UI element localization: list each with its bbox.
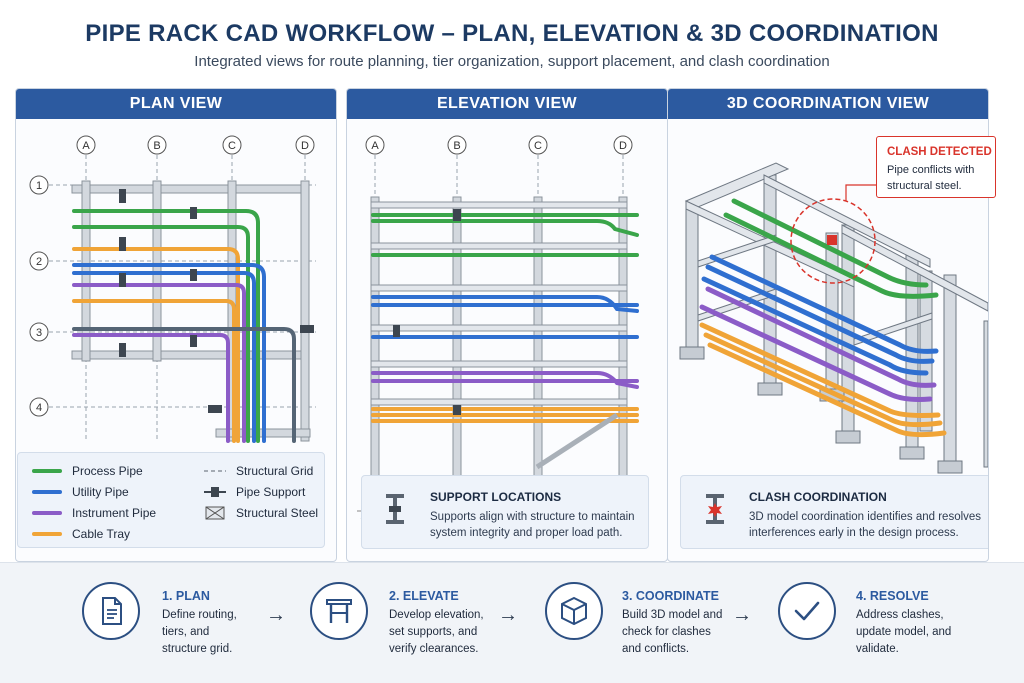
dashed-line-icon (204, 470, 226, 472)
plan-view-title: PLAN VIEW (16, 89, 336, 119)
clash-coordination-title: CLASH COORDINATION (749, 490, 887, 504)
frame-icon (326, 599, 352, 623)
legend-process-pipe: Process Pipe (32, 464, 143, 478)
grid-row-2: 2 (36, 256, 42, 268)
step-elevate-text: Develop elevation, set supports, and ver… (389, 609, 484, 655)
grid-col-a: A (82, 140, 90, 152)
grid-col-d: D (301, 140, 309, 152)
clash-coordination-box: CLASH COORDINATION 3D model coordination… (680, 475, 988, 549)
legend-label: Utility Pipe (72, 485, 129, 499)
support-locations-text: Supports align with structure to maintai… (430, 511, 635, 539)
step-coordinate-circle (545, 582, 603, 640)
pipe-support-icon (204, 487, 226, 497)
checkmark-icon (794, 601, 820, 621)
grid-col-c: C (228, 140, 236, 152)
legend: Process Pipe Utility Pipe Instrument Pip… (17, 452, 325, 548)
elev-col-b: B (453, 140, 460, 152)
grid-col-b: B (153, 140, 160, 152)
elev-col-a: A (371, 140, 379, 152)
step-resolve-circle (778, 582, 836, 640)
i-beam-icon (386, 494, 404, 524)
instrument-pipe-swatch (32, 511, 62, 515)
step-resolve-title: 4. RESOLVE (856, 589, 929, 603)
elevation-view-panel: ELEVATION VIEW A B C D (346, 88, 668, 562)
support-locations-title: SUPPORT LOCATIONS (430, 490, 562, 504)
legend-structural-steel: Structural Steel (204, 506, 318, 520)
cube-icon (561, 596, 587, 626)
grid-row-4: 4 (36, 402, 42, 414)
legend-label: Pipe Support (236, 485, 306, 499)
structural-steel-icon (205, 506, 225, 520)
clash-callout: CLASH DETECTED Pipe conflicts with struc… (876, 136, 996, 198)
step-plan-title: 1. PLAN (162, 589, 210, 603)
legend-label: Cable Tray (72, 527, 131, 541)
clash-coordination-text: 3D model coordination identifies and res… (749, 511, 982, 539)
clash-point-icon (827, 235, 837, 245)
legend-utility-pipe: Utility Pipe (32, 485, 129, 499)
arrow-icon: → (498, 604, 518, 626)
step-coordinate-text: Build 3D model and check for clashes and… (622, 609, 723, 655)
legend-label: Structural Grid (236, 464, 314, 478)
grid-row-1: 1 (36, 180, 42, 192)
legend-cable-tray: Cable Tray (32, 527, 130, 541)
coordination-view-panel: 3D COORDINATION VIEW (667, 88, 989, 562)
arrow-icon: → (266, 604, 286, 626)
legend-pipe-support: Pipe Support (204, 485, 305, 499)
plan-view-drawing: A B C D 1 2 3 4 (29, 135, 316, 443)
legend-label: Instrument Pipe (72, 506, 157, 520)
utility-pipe-swatch (32, 490, 62, 494)
support-locations-box: SUPPORT LOCATIONS Supports align with st… (361, 475, 649, 549)
page-subtitle: Integrated views for route planning, tie… (194, 53, 830, 70)
document-icon (102, 597, 122, 625)
coordination-view-title: 3D COORDINATION VIEW (668, 89, 988, 119)
legend-label: Process Pipe (72, 464, 143, 478)
step-plan-circle (82, 582, 140, 640)
step-coordinate-title: 3. COORDINATE (622, 589, 719, 603)
clash-circle (790, 198, 876, 284)
step-plan-text: Define routing, tiers, and structure gri… (162, 609, 237, 655)
grid-row-3: 3 (36, 327, 42, 339)
workflow-footer (0, 562, 1024, 683)
legend-instrument-pipe: Instrument Pipe (32, 506, 156, 520)
cable-tray-swatch (32, 532, 62, 536)
step-resolve-text: Address clashes, update model, and valid… (856, 609, 952, 655)
page-title: PIPE RACK CAD WORKFLOW – PLAN, ELEVATION… (85, 20, 939, 47)
elev-col-c: C (534, 140, 542, 152)
clash-beam-icon (706, 494, 724, 524)
legend-label: Structural Steel (236, 506, 319, 520)
process-pipe-swatch (32, 469, 62, 473)
legend-structural-grid: Structural Grid (204, 464, 313, 478)
coordination-view-drawing (679, 162, 988, 474)
clash-callout-text: Pipe conflicts with structural steel. (887, 164, 975, 192)
step-elevate-title: 2. ELEVATE (389, 589, 459, 603)
elevation-view-title: ELEVATION VIEW (347, 89, 667, 119)
elev-col-d: D (619, 140, 627, 152)
arrow-icon: → (732, 604, 752, 626)
step-elevate-circle (310, 582, 368, 640)
clash-callout-title: CLASH DETECTED (887, 146, 992, 158)
